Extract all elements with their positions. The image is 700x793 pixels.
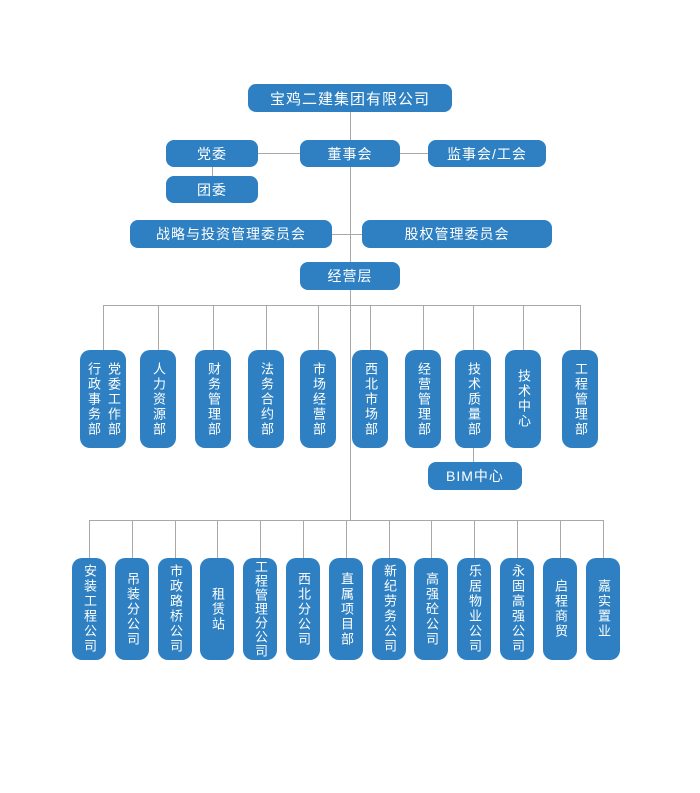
connector-line	[370, 305, 371, 350]
connector-line	[212, 167, 213, 176]
org-node-department: 党委工作部 行政事务部	[80, 350, 126, 448]
connector-line	[423, 305, 424, 350]
org-node-subsidiary: 市政路桥公司	[158, 558, 192, 660]
org-node-subsidiary: 安装工程公司	[72, 558, 106, 660]
org-node-subsidiary: 新纪劳务公司	[372, 558, 406, 660]
org-node-root: 宝鸡二建集团有限公司	[248, 84, 452, 112]
connector-line	[350, 167, 351, 262]
connector-line	[158, 305, 159, 350]
connector-line	[318, 305, 319, 350]
org-node-youth-league: 团委	[166, 176, 258, 203]
connector-line	[260, 520, 261, 558]
org-node-management-layer: 经营层	[300, 262, 400, 290]
org-node-equity-committee: 股权管理委员会	[362, 220, 552, 248]
connector-line	[603, 520, 604, 558]
org-node-department: 技术质量部	[455, 350, 491, 448]
connector-line	[473, 448, 474, 462]
connector-line	[389, 520, 390, 558]
connector-line	[332, 234, 350, 235]
connector-line	[580, 305, 581, 350]
connector-line	[132, 520, 133, 558]
org-node-department: 经营管理部	[405, 350, 441, 448]
connector-line	[103, 305, 580, 306]
connector-line	[473, 305, 474, 350]
connector-line	[517, 520, 518, 558]
org-node-strategy-investment-committee: 战略与投资管理委员会	[130, 220, 332, 248]
connector-line	[350, 112, 351, 140]
org-node-subsidiary: 西北分公司	[286, 558, 320, 660]
org-node-subsidiary: 嘉实置业	[586, 558, 620, 660]
org-node-department: 法务合约部	[248, 350, 284, 448]
connector-line	[400, 153, 428, 154]
connector-line	[266, 305, 267, 350]
org-node-bim-center: BIM中心	[428, 462, 522, 490]
org-node-supervisory-union: 监事会/工会	[428, 140, 546, 167]
org-node-department: 财务管理部	[195, 350, 231, 448]
connector-line	[346, 520, 347, 558]
connector-line	[303, 520, 304, 558]
connector-line	[474, 520, 475, 558]
org-node-department: 工程管理部	[562, 350, 598, 448]
connector-line	[523, 305, 524, 350]
connector-line	[431, 520, 432, 558]
connector-line	[175, 520, 176, 558]
connector-line	[217, 520, 218, 558]
org-node-subsidiary: 工程管理分公司	[243, 558, 277, 660]
org-node-department: 人力资源部	[140, 350, 176, 448]
org-node-department: 西北市场部	[352, 350, 388, 448]
org-node-subsidiary: 启程商贸	[543, 558, 577, 660]
connector-line	[103, 305, 104, 350]
connector-line	[213, 305, 214, 350]
org-node-department: 市场经营部	[300, 350, 336, 448]
org-node-subsidiary: 租赁站	[200, 558, 234, 660]
org-node-subsidiary: 吊装分公司	[115, 558, 149, 660]
connector-line	[560, 520, 561, 558]
connector-line	[350, 234, 362, 235]
org-node-subsidiary: 乐居物业公司	[457, 558, 491, 660]
org-node-subsidiary: 直属项目部	[329, 558, 363, 660]
org-node-subsidiary: 永固高强公司	[500, 558, 534, 660]
connector-line	[258, 153, 300, 154]
connector-line	[350, 290, 351, 520]
org-node-department: 技术中心	[505, 350, 541, 448]
org-node-board: 董事会	[300, 140, 400, 167]
org-node-party-committee: 党委	[166, 140, 258, 167]
org-node-subsidiary: 高强砼公司	[414, 558, 448, 660]
connector-line	[89, 520, 90, 558]
